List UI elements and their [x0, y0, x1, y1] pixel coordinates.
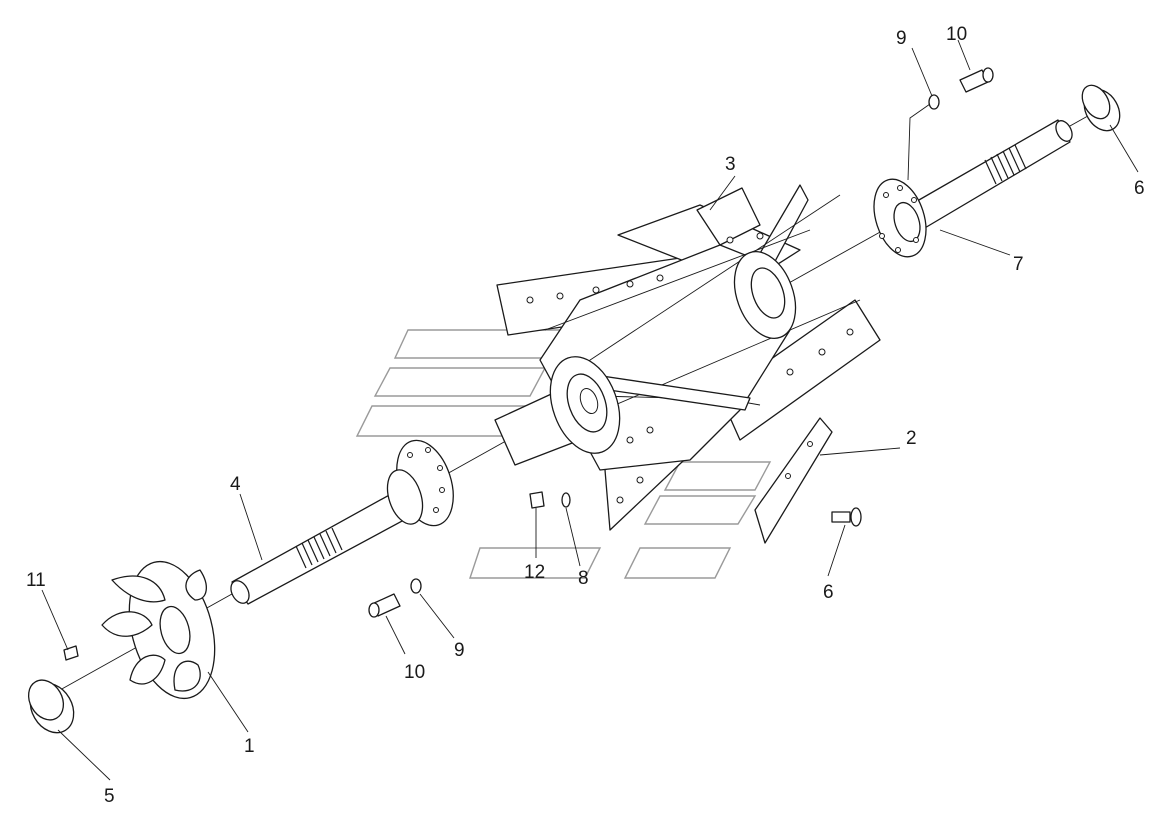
rotor-frame: [494, 184, 881, 531]
callout-labels: 1 2 3 4 5 6 6 7 8 9 9 10 10 11 12: [26, 24, 1145, 807]
callout-9-left: 9: [454, 640, 465, 661]
callout-7: 7: [1013, 254, 1024, 275]
callout-5: 5: [104, 786, 115, 807]
right-shaft: [873, 119, 1073, 258]
washer-8: [561, 492, 571, 508]
bolt-10-left: [368, 593, 401, 618]
callout-12: 12: [524, 562, 545, 583]
plate-bolt: [831, 507, 862, 527]
screw-11: [63, 645, 79, 661]
callout-3: 3: [725, 154, 736, 175]
callout-9-right: 9: [896, 28, 907, 49]
callout-10-left: 10: [404, 662, 425, 683]
callout-2: 2: [906, 428, 917, 449]
callout-11: 11: [26, 570, 46, 591]
callout-10-right: 10: [946, 24, 967, 45]
washer-9-left: [410, 578, 422, 594]
nut-12: [529, 491, 545, 509]
cover-plate: [754, 417, 833, 544]
callout-6-right-bushing: 6: [1134, 178, 1145, 199]
callout-1: 1: [244, 736, 255, 757]
right-shaft-thread: [984, 144, 1027, 185]
callout-8: 8: [578, 568, 589, 589]
callout-4: 4: [230, 474, 241, 495]
left-shaft-thread: [295, 527, 343, 569]
washer-9-right: [928, 94, 940, 110]
right-bushing: [1081, 84, 1121, 132]
callout-6-plate-bolt: 6: [823, 582, 834, 603]
left-bushing: [27, 679, 75, 734]
fan-impeller: [101, 560, 216, 700]
leader-lines: [41, 39, 1139, 781]
bolt-10-right: [959, 67, 994, 93]
left-shaft: [230, 439, 454, 605]
